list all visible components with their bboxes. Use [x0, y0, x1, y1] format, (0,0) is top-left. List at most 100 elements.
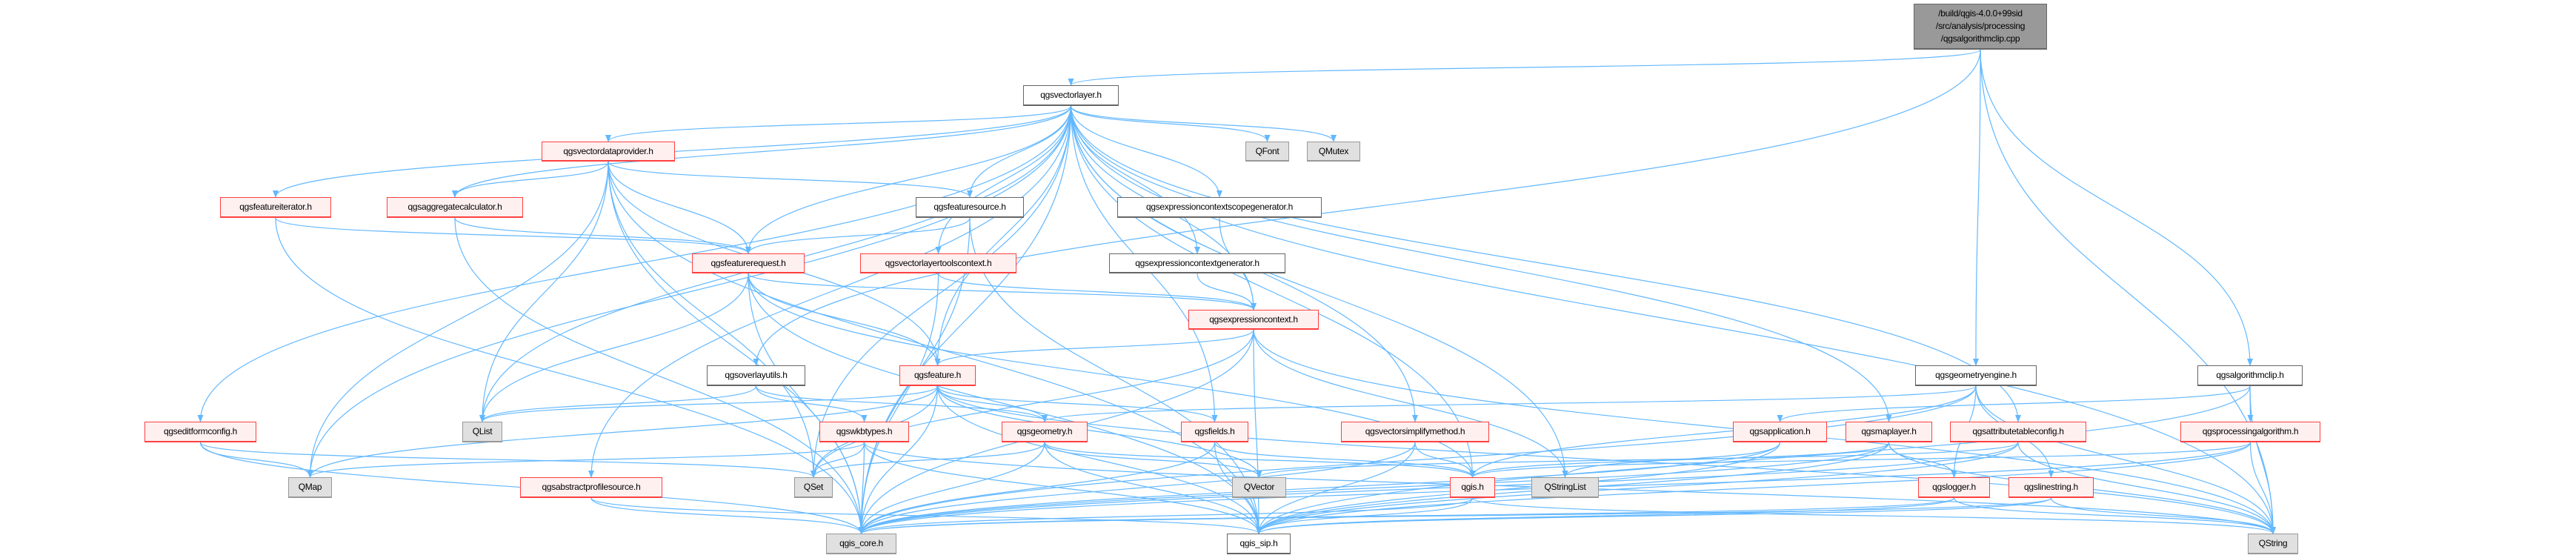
edge-qgsvectorlayer-to-QStringList: [1070, 105, 1568, 478]
edge-qgsattributetableconfig-to-QString: [2017, 442, 2276, 534]
node-qgseditformconfig[interactable]: qgseditformconfig.h: [144, 422, 256, 442]
edge-qgsgeometryengine-to-qgis_core: [858, 385, 1977, 534]
node-label: qgsaggregatecalculator.h: [407, 202, 502, 212]
edge-qgsvectordataprovider-to-QList: [479, 161, 609, 422]
edge-qgslogger-to-QString: [1953, 497, 2276, 534]
edge-qgsaggregatecalculator-to-qgis_core: [454, 217, 865, 534]
edge-qgsfeaturerequest-to-qgis_sip: [748, 273, 1262, 534]
edge-qgsexpressioncontext-to-QSet: [811, 329, 1254, 478]
node-label: qgsfeaturesource.h: [933, 202, 1006, 212]
node-qgis-sip[interactable]: qgis_sip.h: [1227, 534, 1291, 554]
node-qstring[interactable]: QString: [2248, 534, 2298, 554]
node-qgsexpressioncontextgenerator[interactable]: qgsexpressioncontextgenerator.h: [1109, 253, 1285, 273]
edge-qgis-to-qgis_sip: [1256, 497, 1474, 534]
edge-qgsaggregatecalculator-to-qgsfeaturerequest: [454, 217, 751, 254]
node-qmutex[interactable]: QMutex: [1307, 142, 1360, 162]
node-label: qgsvectorlayertoolscontext.h: [885, 257, 992, 268]
node-qgsexpressioncontext[interactable]: qgsexpressioncontext.h: [1188, 310, 1319, 330]
node-qgsalgorithmclip[interactable]: qgsalgorithmclip.h: [2197, 365, 2303, 386]
node-qgsgeometryengine[interactable]: qgsgeometryengine.h: [1915, 365, 2037, 386]
edge-qgsoverlayutils-to-QList: [479, 385, 757, 422]
node-label: qgsgeometry.h: [1016, 426, 1073, 436]
edge-qgsvectorlayer-to-qgsattributetableconfig: [1070, 105, 2021, 422]
node-label: qgsfeatureiterator.h: [239, 202, 312, 212]
node-qgsprocessingalgorithm[interactable]: qgsprocessingalgorithm.h: [2180, 422, 2320, 442]
node-qgsvectordataprovider[interactable]: qgsvectordataprovider.h: [542, 142, 675, 162]
edge-qgsvectorlayer-to-qgsfeature: [934, 105, 1072, 366]
edge-qgsgeometryengine-to-qgis: [1469, 385, 1977, 478]
edge-qgsprocessingalgorithm-to-QString: [2249, 442, 2276, 534]
node-qgsvectorlayertoolscontext[interactable]: qgsvectorlayertoolscontext.h: [860, 253, 1016, 273]
node-qvector[interactable]: QVector: [1232, 477, 1286, 498]
edge-qgsgeometry-to-qgis_sip: [1044, 442, 1262, 534]
node-root[interactable]: /build/qgis-4.0.0+99sid /src/analysis/pr…: [1914, 4, 2047, 50]
edge-root-to-QString: [1980, 49, 2276, 534]
edge-qgsvectorlayer-to-QSet: [811, 105, 1072, 478]
edge-qgsfields-to-qgis_core: [858, 442, 1216, 534]
node-label: qgsfeaturerequest.h: [710, 257, 786, 268]
node-qgsfeaturerequest[interactable]: qgsfeaturerequest.h: [692, 253, 805, 273]
node-qgsexpressioncontextscopegenerator[interactable]: qgsexpressioncontextscopegenerator.h: [1117, 197, 1322, 218]
node-label: qgsvectordataprovider.h: [563, 145, 653, 156]
node-label: qgis_core.h: [839, 538, 883, 548]
edge-qgsprocessingalgorithm-to-qgis_sip: [1256, 442, 2251, 534]
node-qlist[interactable]: QList: [462, 422, 502, 442]
node-qgsabstractprofilesource[interactable]: qgsabstractprofilesource.h: [520, 477, 662, 498]
edge-qgsvectordataprovider-to-QSet: [608, 161, 816, 478]
edge-root-to-qgsvectorlayer: [1068, 49, 1981, 86]
edge-qgsgeometry-to-qgis: [1044, 442, 1476, 478]
node-label: qgsexpressioncontextgenerator.h: [1135, 257, 1259, 268]
node-label: /build/qgis-4.0.0+99sid /src/analysis/pr…: [1935, 8, 2026, 44]
node-qgis-core[interactable]: qgis_core.h: [826, 534, 896, 554]
node-label: qgswkbtypes.h: [836, 426, 893, 436]
edge-qgsvectordataprovider-to-qgsfeaturesource: [608, 161, 973, 198]
node-qgsapplication[interactable]: qgsapplication.h: [1733, 422, 1827, 442]
edge-qgsvectorlayer-to-QMutex: [1070, 105, 1337, 142]
node-label: qgsprocessingalgorithm.h: [2202, 426, 2299, 436]
node-label: QList: [472, 426, 493, 436]
node-label: QMutex: [1318, 145, 1349, 156]
edge-qgsgeometry-to-qgis_core: [858, 442, 1045, 534]
node-label: QVector: [1243, 482, 1275, 492]
edge-qgsvectorlayer-to-qgseditformconfig: [197, 105, 1072, 422]
node-qgsfeatureiterator[interactable]: qgsfeatureiterator.h: [220, 197, 331, 218]
edge-qgsfeature-to-QVector: [936, 385, 1262, 478]
node-qgsmaplayer[interactable]: qgsmaplayer.h: [1846, 422, 1932, 442]
edge-qgsvectorlayer-to-QFont: [1070, 105, 1271, 142]
edge-qgsalgorithmclip-to-QString: [2249, 385, 2276, 534]
edge-qgsvectorlayer-to-qgis: [1070, 105, 1476, 478]
node-label: QSet: [803, 482, 824, 492]
node-qgsfeature[interactable]: qgsfeature.h: [899, 365, 976, 386]
node-qgsvectorsimplifymethod[interactable]: qgsvectorsimplifymethod.h: [1341, 422, 1489, 442]
node-qgswkbtypes[interactable]: qgswkbtypes.h: [819, 422, 909, 442]
node-qgsaggregatecalculator[interactable]: qgsaggregatecalculator.h: [387, 197, 523, 218]
node-qset[interactable]: QSet: [794, 477, 833, 498]
edge-qgsvectorlayer-to-qgsfeaturerequest: [745, 105, 1072, 254]
edge-qgsvectordataprovider-to-qgsfeaturerequest: [608, 161, 751, 254]
node-qgsfeaturesource[interactable]: qgsfeaturesource.h: [916, 197, 1024, 218]
node-label: qgslinestring.h: [2024, 482, 2078, 492]
edge-qgis-to-QString: [1471, 497, 2276, 534]
node-qgslogger[interactable]: qgslogger.h: [1918, 477, 1990, 498]
node-qgsfields[interactable]: qgsfields.h: [1181, 422, 1248, 442]
edge-qgsfeature-to-QMap: [307, 385, 939, 478]
edge-qgswkbtypes-to-qgis_sip: [863, 442, 1262, 534]
node-label: qgsapplication.h: [1749, 426, 1811, 436]
node-qgis[interactable]: qgis.h: [1450, 477, 1495, 498]
node-qgsoverlayutils[interactable]: qgsoverlayutils.h: [707, 365, 805, 386]
node-qstringlist[interactable]: QStringList: [1531, 477, 1599, 498]
node-qfont[interactable]: QFont: [1245, 142, 1289, 162]
edge-qgsexpressioncontext-to-qgis_sip: [1253, 329, 1262, 534]
edge-qgsabstractprofilesource-to-qgis_core: [590, 497, 865, 534]
node-qgsgeometry[interactable]: qgsgeometry.h: [1002, 422, 1088, 442]
node-qmap[interactable]: QMap: [288, 477, 332, 498]
node-qgsvectorlayer[interactable]: qgsvectorlayer.h: [1023, 85, 1119, 106]
node-label: qgis_sip.h: [1239, 538, 1278, 548]
node-label: qgsvectorsimplifymethod.h: [1365, 426, 1465, 436]
edge-qgsvectorlayer-to-qgsmaplayer: [1070, 105, 1892, 422]
node-qgsattributetableconfig[interactable]: qgsattributetableconfig.h: [1950, 422, 2086, 442]
edge-qgsvectorsimplifymethod-to-qgis_core: [858, 442, 1416, 534]
node-qgslinestring[interactable]: qgslinestring.h: [2008, 477, 2094, 498]
edge-qgsvectorlayer-to-qgsaggregatecalculator: [452, 105, 1072, 198]
edge-qgsmaplayer-to-qgis: [1469, 442, 1890, 478]
